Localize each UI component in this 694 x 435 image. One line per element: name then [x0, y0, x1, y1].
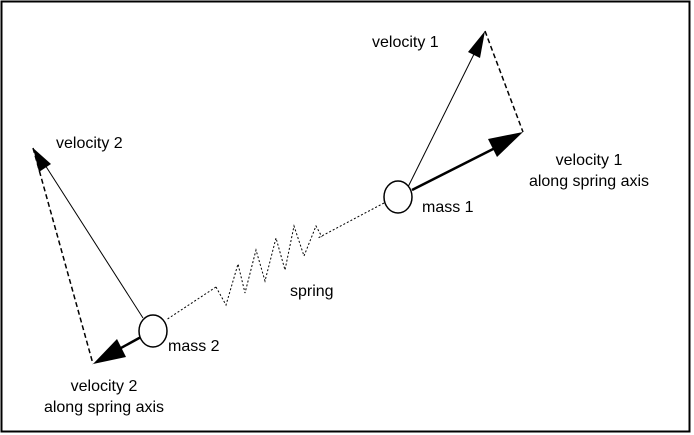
velocity-1-arrowhead	[468, 31, 485, 58]
velocity-1-axis-label-line1: velocity 1	[555, 152, 623, 169]
spring-label: spring	[290, 283, 334, 300]
velocity-2-label: velocity 2	[56, 135, 123, 152]
mass-2-circle	[138, 314, 168, 348]
spring-connector-right	[317, 202, 385, 239]
velocity-1-projection	[484, 30, 524, 133]
velocity-1-axis-label-line2: along spring axis	[528, 173, 650, 190]
velocity-2-axis-arrowhead	[93, 339, 126, 364]
velocity-1-vector	[407, 37, 483, 188]
velocity-1-axis-arrowhead	[488, 132, 523, 157]
spring-zigzag	[215, 224, 323, 307]
velocity-1-label: velocity 1	[372, 34, 439, 51]
velocity-2-projection	[32, 147, 94, 365]
velocity-1-axis-label: velocity 1 along spring axis	[508, 150, 670, 192]
mass-1-label: mass 1	[422, 199, 474, 216]
mass-1-circle	[383, 180, 413, 214]
velocity-2-axis-label-line1: velocity 2	[70, 378, 138, 395]
velocity-2-axis-label: velocity 2 along spring axis	[22, 376, 186, 418]
mass-2-label: mass 2	[168, 338, 220, 355]
spring-connector-left	[165, 286, 217, 321]
velocity-1-axis-vector	[411, 141, 506, 192]
velocity-2-axis-label-line2: along spring axis	[43, 399, 165, 416]
velocity-2-vector	[37, 153, 144, 319]
